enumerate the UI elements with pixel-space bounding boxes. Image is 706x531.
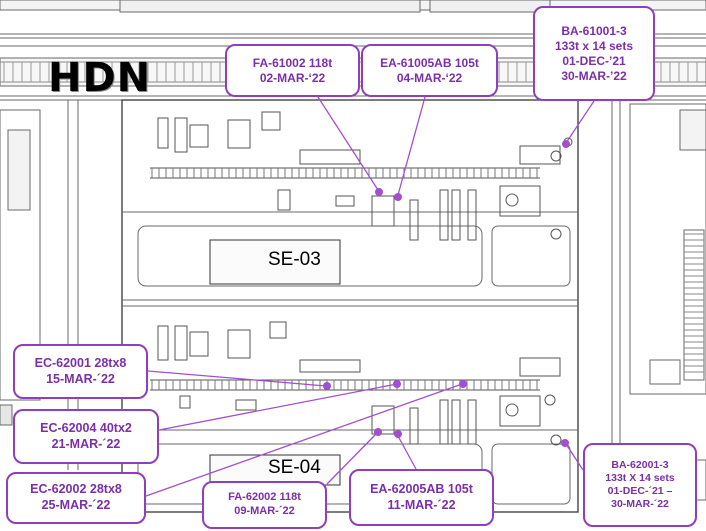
callout-ec62002-line-2: 25-MAR-´22 [41,498,111,512]
callout-ba62001-line-3: 01-DEC-´21 – [607,485,673,497]
area-label-se-03: SE-03 [268,249,321,270]
callout-ec62001-line-2: 15-MAR-´22 [46,371,115,386]
leader-ba61001 [565,100,595,144]
callout-ba61001-line-3: 01-DEC-’21 [562,53,626,68]
callout-ec62001-line-1: EC-62001 28tx8 [34,355,127,370]
callout-fa61002-line-1: FA-61002 118t [252,55,333,70]
leader-ec62002 [145,383,463,497]
callout-ec62001: EC-62001 28tx8 15-MAR-´22 [13,344,148,399]
callout-ea62005ab: EA-62005AB 105t 11-MAR-´22 [349,469,494,526]
callout-ba62001-line-4: 30-MAR-´22 [611,498,669,511]
callout-ba62001-line-1: BA-62001-3 [611,458,669,471]
callout-ec62002-line-1: EC-62002 28tx8 [30,482,122,497]
callout-ea61005ab: EA-61005AB 105t 04-MAR-‘22 [361,44,498,97]
leader-ea61005ab [397,96,426,196]
leader-ea62005ab [397,435,417,470]
leader-ec62001 [147,370,327,387]
callout-ea62005ab-line-2: 11-MAR-´22 [387,497,456,512]
callout-ba62001: BA-62001-3 133t X 14 sets 01-DEC-´21 – 3… [583,443,697,527]
leader-fa62002 [326,431,379,485]
leader-ba62001 [565,443,584,471]
leader-ec62004 [158,383,398,431]
callout-ba62001-line-2: 133t X 14 sets [605,471,675,484]
callout-ea61005ab-line-1: EA-61005AB 105t [380,55,479,70]
callout-ba61001-line-1: BA-61001-3 [561,23,627,38]
callout-fa61002: FA-61002 118t 02-MAR-‘22 [225,44,360,97]
callout-ec62004-line-1: EC-62004 40tx2 [40,420,132,435]
callout-ec62002: EC-62002 28tx8 25-MAR-´22 [6,472,146,524]
callout-ba61001: BA-61001-3 133t x 14 sets 01-DEC-’21 30-… [533,6,655,101]
callout-ea61005ab-line-2: 04-MAR-‘22 [396,70,463,85]
callout-fa62002: FA-62002 118t 09-MAR-´22 [202,481,327,529]
callout-ea62005ab-line-1: EA-62005AB 105t [370,481,473,496]
callout-ec62004: EC-62004 40tx2 21-MAR-´22 [13,409,159,464]
callout-ba61001-line-2: 133t x 14 sets [554,38,634,53]
leader-fa61002 [317,96,379,191]
callout-fa61002-line-2: 02-MAR-‘22 [259,70,326,85]
site-label: HDN [48,55,152,101]
area-label-se-04: SE-04 [268,457,321,478]
callout-fa62002-line-2: 09-MAR-´22 [234,505,295,517]
callout-ec62004-line-2: 21-MAR-´22 [51,436,121,451]
callout-fa62002-line-1: FA-62002 118t [228,491,301,504]
callout-ba61001-line-4: 30-MAR-’22 [561,68,627,83]
